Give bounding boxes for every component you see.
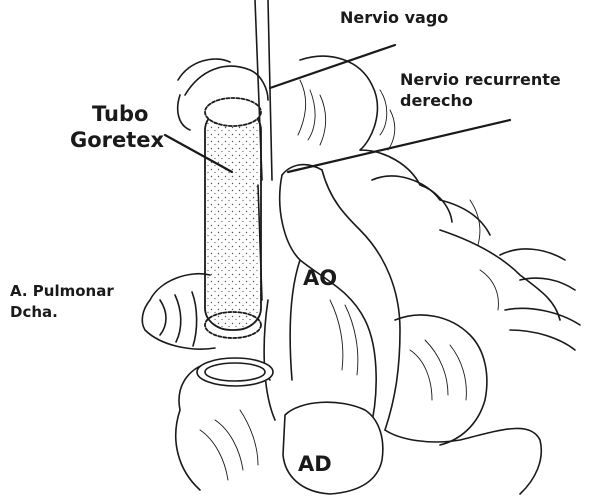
right-atrium xyxy=(283,402,383,494)
label-pulmonar-1: A. Pulmonar xyxy=(10,282,114,300)
right-branch-upper xyxy=(500,249,575,290)
label-ao: AO xyxy=(303,266,337,291)
label-nervio-recurrente-1: Nervio recurrente xyxy=(400,70,561,89)
label-tubo-1: Tubo xyxy=(92,102,148,127)
goretex-tube xyxy=(205,108,261,330)
label-tubo-2: Goretex xyxy=(70,128,164,153)
vago-pointer xyxy=(270,45,395,88)
vena-cava xyxy=(264,260,300,420)
label-ad: AD xyxy=(298,452,332,477)
label-pulmonar-2: Dcha. xyxy=(10,303,58,321)
recurrente-pointer xyxy=(288,120,510,172)
aorta xyxy=(280,175,376,430)
label-nervio-recurrente-2: derecho xyxy=(400,91,473,110)
label-nervio-vago: Nervio vago xyxy=(340,8,448,27)
